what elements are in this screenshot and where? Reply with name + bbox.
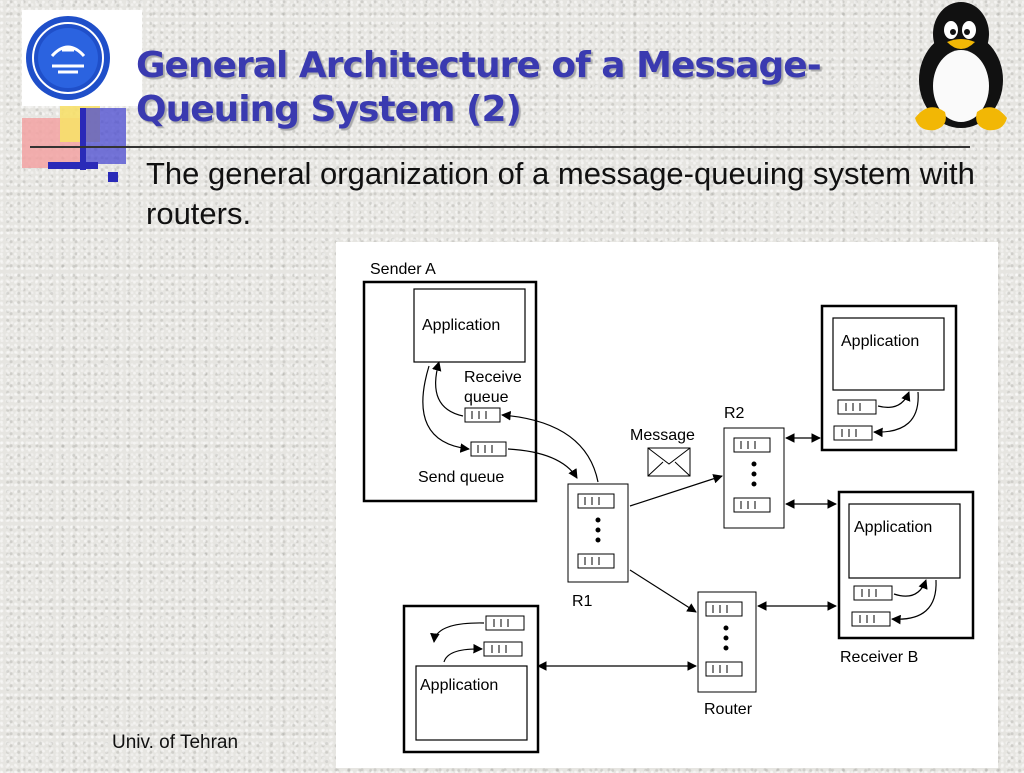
router	[697, 591, 757, 693]
receiver-b-application-label: Application	[854, 519, 932, 536]
receiver-bottom-application-label: Application	[420, 677, 498, 694]
r1-to-receive-arrow	[501, 410, 599, 483]
receiver-top-application-box	[832, 317, 945, 391]
university-seal-icon	[26, 16, 110, 100]
university-logo	[22, 10, 142, 106]
sender-application-label: Application	[422, 317, 500, 334]
receive-queue-label: Receive	[464, 369, 522, 386]
receive-queue-label-2: queue	[464, 389, 509, 406]
receiver-bottom-queues	[483, 615, 525, 657]
envelope-icon	[647, 447, 691, 477]
receiver-top-down-arrow	[873, 391, 919, 438]
send-to-r1-arrow	[507, 448, 578, 479]
sender-a-label: Sender A	[370, 261, 436, 278]
r1-to-router-arrow	[629, 569, 697, 613]
message-queuing-diagram: Sender A Application Receive queue Send …	[336, 242, 998, 768]
router-label: Router	[704, 701, 753, 718]
penguin-mascot	[905, 0, 1020, 135]
send-arrow	[422, 365, 470, 453]
receiver-b-queues	[851, 585, 893, 627]
receiver-bottom-left-arrow	[430, 622, 485, 643]
receive-queue	[464, 407, 501, 423]
send-queue-label: Send queue	[418, 469, 504, 486]
receiver-b-application-box	[848, 503, 961, 579]
receiver-bottom-box	[402, 604, 540, 754]
receiver-b-box	[837, 490, 975, 640]
send-queue	[470, 441, 507, 457]
decor-horizontal-bar	[48, 162, 98, 169]
receiver-top-application-label: Application	[841, 333, 919, 350]
receiver-b-down-arrow	[891, 579, 937, 625]
receiver-b-up-arrow	[893, 579, 928, 597]
title-underline	[30, 146, 970, 148]
decor-vertical-bar	[80, 108, 86, 170]
router-r2	[723, 427, 785, 529]
r2-label: R2	[724, 405, 745, 422]
receiver-b-label: Receiver B	[840, 649, 918, 666]
receiver-bottom-right-arrow	[443, 643, 483, 663]
message-label: Message	[630, 427, 695, 444]
receiver-bottom-application-box	[415, 665, 528, 741]
footer-text: Univ. of Tehran	[112, 732, 239, 753]
slide-title: General Architecture of a Message-Queuin…	[136, 45, 822, 130]
bullet-text: The general organization of a message-qu…	[146, 156, 975, 231]
router-r1	[567, 483, 629, 583]
receiver-top-up-arrow	[877, 391, 911, 408]
receiver-top-queues	[833, 399, 877, 441]
r1-to-r2-arrow	[629, 474, 723, 507]
r1-label: R1	[572, 593, 593, 610]
sender-a-box	[362, 280, 538, 503]
receive-arrow	[432, 361, 464, 417]
receiver-top-box	[820, 304, 958, 452]
decor-blue-square	[80, 108, 126, 164]
penguin-icon	[915, 2, 1007, 131]
sender-application-box	[413, 288, 526, 363]
bullet-marker	[108, 172, 118, 182]
